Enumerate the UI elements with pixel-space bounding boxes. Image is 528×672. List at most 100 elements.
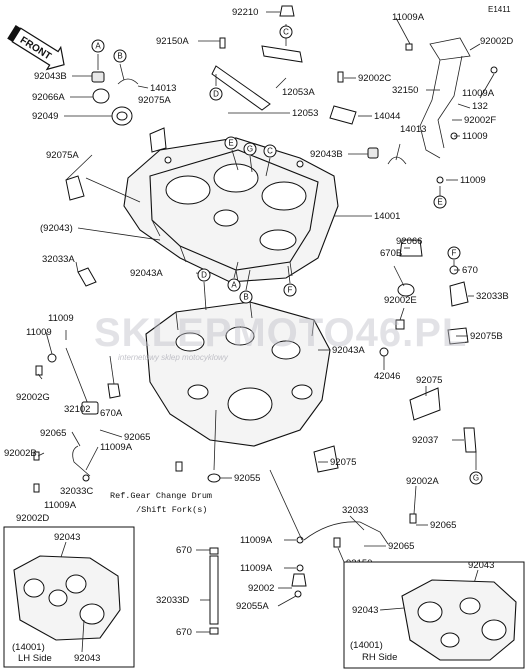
svg-text:A: A (95, 42, 101, 51)
label-92002e: 92002E (384, 295, 417, 306)
label-92065-a: 92065 (40, 428, 66, 439)
label-92075a-left: 92075A (46, 150, 79, 161)
label-92002f: 92002F (464, 115, 496, 126)
callouts: A B C D E G C A B F D E F G (91, 24, 483, 485)
label-92043a-top: 92043A (130, 268, 163, 279)
svg-text:C: C (283, 28, 289, 37)
callout-g-right: G (469, 452, 483, 485)
callout-e-case: E (224, 136, 239, 171)
watermark-brand: SKLEPMOTO46.PL (94, 311, 467, 355)
label-14044: 14044 (374, 111, 400, 122)
svg-text:D: D (213, 90, 219, 99)
label-92043b: 92043B (34, 71, 67, 82)
front-arrow: FRONT (7, 25, 65, 71)
svg-text:E: E (437, 198, 442, 207)
svg-text:F: F (288, 286, 293, 295)
callout-b-case: B (239, 269, 253, 304)
label-14001-rh: (14001) (350, 640, 383, 651)
label-42046: 42046 (374, 371, 400, 382)
label-14001-lh: (14001) (12, 642, 45, 653)
ref-shift-forks: /Shift Fork(s) (136, 505, 207, 515)
svg-text:F: F (452, 249, 457, 258)
label-670-m1: 670 (176, 545, 192, 556)
label-32033c: 32033C (60, 486, 93, 497)
label-670: 670 (462, 265, 478, 276)
label-92002g: 92002G (16, 392, 50, 403)
label-12053: 12053 (292, 108, 318, 119)
callout-a-top: A (91, 39, 105, 70)
label-670-m2: 670 (176, 627, 192, 638)
callout-f-case: F (283, 265, 297, 297)
label-92055a: 92055A (236, 601, 269, 612)
label-32102: 32102 (64, 404, 90, 415)
label-92066: 92066 (396, 236, 422, 247)
label-12053a: 12053A (282, 87, 315, 98)
label-11009a-left2: 11009A (44, 500, 77, 511)
callout-c-top: C (279, 24, 293, 46)
label-670a: 670A (100, 408, 123, 419)
label-670b: 670B (380, 248, 402, 259)
label-92043-lh: 92043 (54, 532, 80, 543)
label-92043-lh2: 92043 (74, 653, 100, 664)
label-92075a-top: 92075A (138, 95, 171, 106)
callout-f-right: F (447, 246, 461, 266)
svg-text:G: G (247, 145, 253, 154)
callout-d-lower: D (197, 268, 211, 311)
label-11009a-r: 11009A (462, 88, 495, 99)
label-14013-r: 14013 (400, 124, 426, 135)
label-92150a: 92150A (156, 36, 189, 47)
callout-c-case: C (263, 144, 277, 177)
leader-lines (37, 11, 495, 633)
label-11009-left: 11009 (48, 313, 74, 324)
label-92066a: 92066A (32, 92, 65, 103)
label-32033d: 32033D (156, 595, 189, 606)
label-92075-mid: 92075 (330, 457, 356, 468)
label-11009a-m2: 11009A (240, 563, 273, 574)
label-14013-top: 14013 (150, 83, 176, 94)
parts-left (33, 71, 167, 493)
label-92065-b: 92065 (124, 432, 150, 443)
label-92065-r: 92065 (430, 520, 456, 531)
parts-right (211, 5, 498, 473)
diagram-id: E1411 (488, 5, 511, 14)
upper-crankcase (123, 137, 339, 283)
label-92002b: 92002B (4, 448, 37, 459)
label-92002c: 92002C (358, 73, 391, 84)
label-92002: 92002 (248, 583, 274, 594)
callout-g-case: G (243, 142, 257, 173)
label-rh-side: RH Side (362, 652, 397, 663)
label-11009-r1: 11009 (462, 131, 488, 142)
label-11009-r2: 11009 (460, 175, 486, 186)
callout-a-case: A (227, 261, 241, 292)
callout-d-top: D (209, 74, 223, 101)
label-92002a: 92002A (406, 476, 439, 487)
callout-e-right: E (433, 186, 447, 209)
label-92210: 92210 (232, 7, 258, 18)
watermark-url: internetowy sklep motocyklowy (118, 353, 229, 362)
svg-text:B: B (243, 293, 248, 302)
label-92055: 92055 (234, 473, 260, 484)
label-92049: 92049 (32, 111, 58, 122)
svg-text:D: D (201, 271, 207, 280)
svg-text:E: E (228, 139, 233, 148)
label-32033b: 32033B (476, 291, 509, 302)
label-32150: 32150 (392, 85, 418, 96)
svg-text:A: A (231, 281, 237, 290)
label-32033a: 32033A (42, 254, 75, 265)
svg-text:G: G (473, 474, 479, 483)
label-14001: 14001 (374, 211, 400, 222)
svg-text:B: B (117, 52, 122, 61)
label-92037: 92037 (412, 435, 438, 446)
label-92075b: 92075B (470, 331, 503, 342)
callout-b-top: B (113, 49, 127, 81)
rh-side-inset: 92043 92043 (14001) RH Side (343, 560, 525, 669)
label-92065-m: 92065 (388, 541, 414, 552)
lh-side-inset: 92043 92043 (14001) LH Side (3, 526, 135, 668)
label-11009-left2: 11009 (26, 327, 52, 338)
label-92043-paren: (92043) (40, 223, 73, 234)
ref-gear-change-drum: Ref.Gear Change Drum (110, 491, 212, 501)
label-32033: 32033 (342, 505, 368, 516)
watermark: SKLEPMOTO46.PL internetowy sklep motocyk… (94, 311, 467, 362)
label-92043-rh2: 92043 (352, 605, 378, 616)
